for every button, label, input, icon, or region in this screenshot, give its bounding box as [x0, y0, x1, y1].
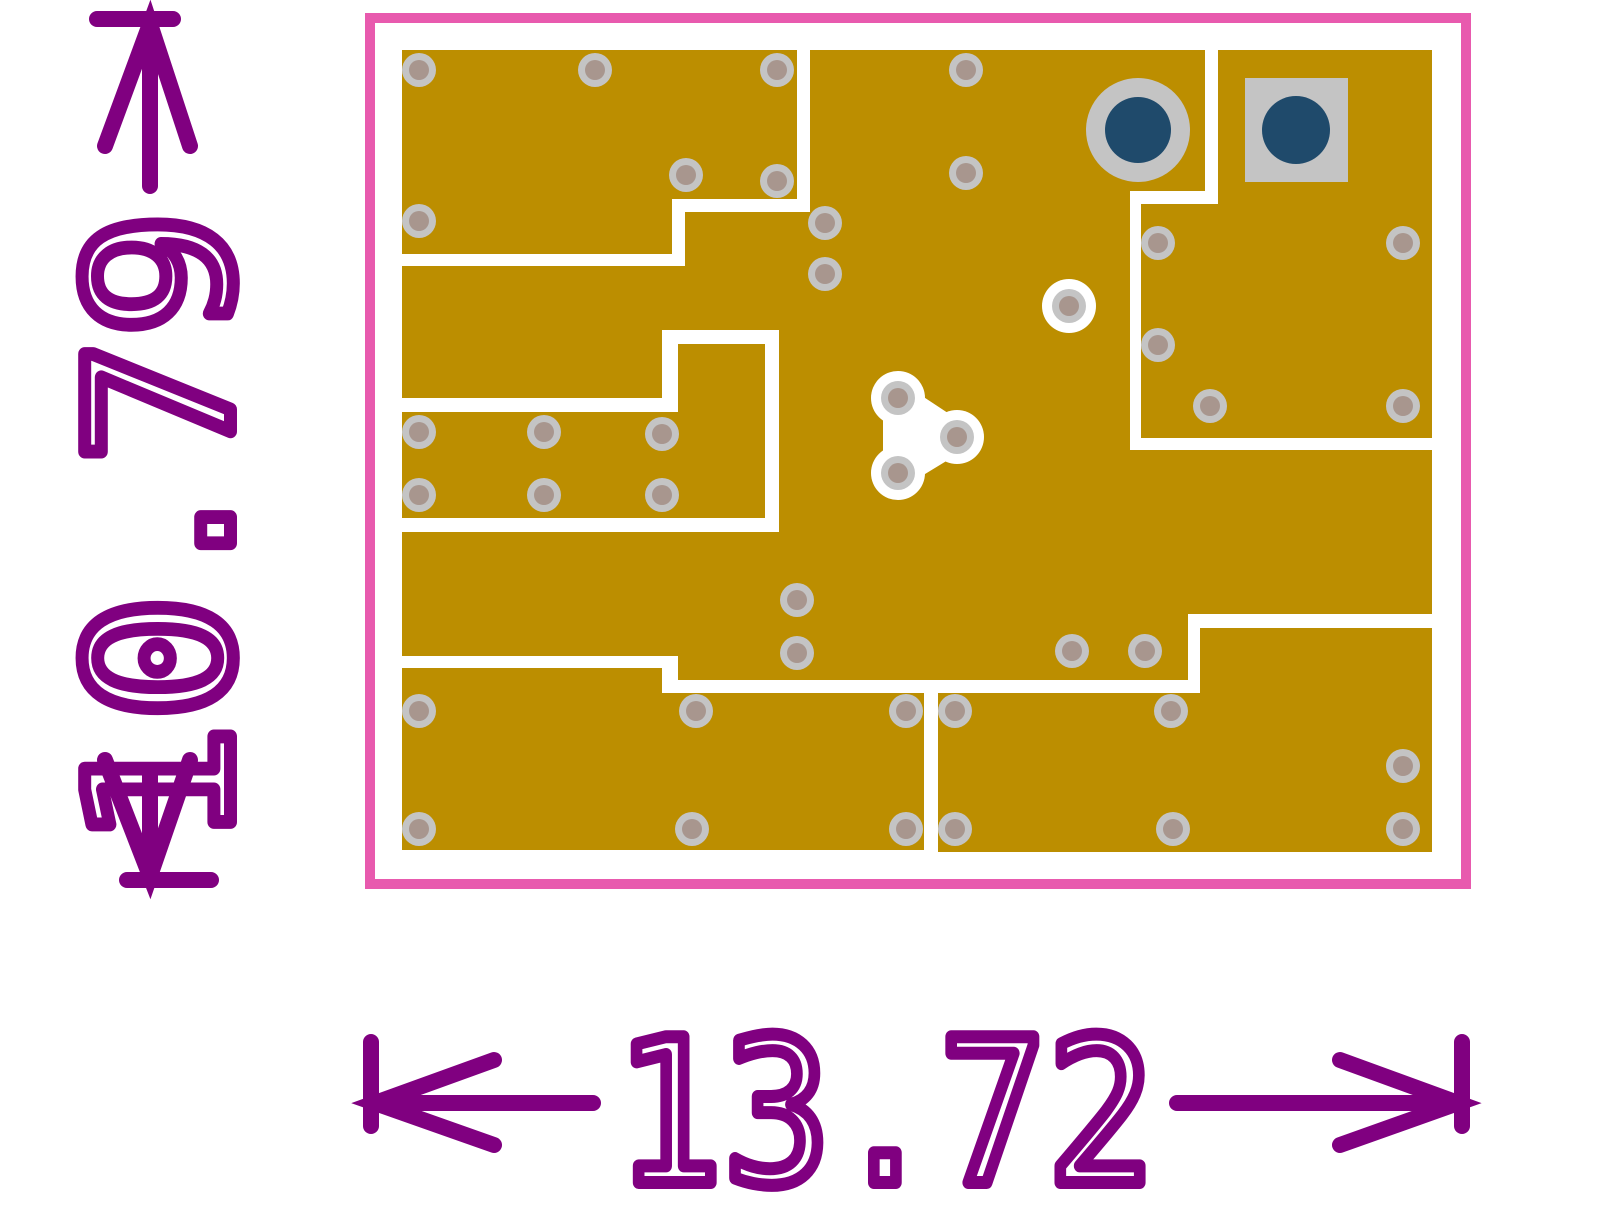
- via: [808, 206, 842, 240]
- via: [938, 694, 972, 728]
- copper-pour: [1141, 50, 1432, 438]
- pad-drill: [1105, 97, 1171, 163]
- height-label: 10.79: [46, 210, 279, 850]
- via: [949, 156, 983, 190]
- copper-pour: [402, 50, 1432, 680]
- via: [940, 420, 974, 454]
- via: [402, 204, 436, 238]
- via: [402, 812, 436, 846]
- via: [949, 53, 983, 87]
- via: [760, 53, 794, 87]
- via: [1055, 634, 1089, 668]
- arrow-left-icon: [351, 1052, 502, 1153]
- copper-pours: [402, 50, 1432, 852]
- via: [1128, 634, 1162, 668]
- via: [645, 478, 679, 512]
- via: [402, 53, 436, 87]
- via: [889, 694, 923, 728]
- width-dimension: [351, 1034, 1482, 1153]
- pad-drill: [1262, 96, 1330, 164]
- board-outline: [365, 13, 1471, 889]
- via: [1386, 226, 1420, 260]
- via: [527, 478, 561, 512]
- via: [1052, 289, 1086, 323]
- via: [780, 583, 814, 617]
- via: [881, 456, 915, 490]
- via: [578, 53, 612, 87]
- via: [1386, 812, 1420, 846]
- via: [402, 694, 436, 728]
- copper-pour: [402, 344, 765, 518]
- pads: [1086, 78, 1348, 182]
- via: [402, 415, 436, 449]
- via: [679, 694, 713, 728]
- copper-pour: [938, 628, 1432, 852]
- via: [1141, 328, 1175, 362]
- via: [1156, 812, 1190, 846]
- via: [1154, 694, 1188, 728]
- arrow-right-icon: [1332, 1052, 1482, 1153]
- arrow-down-icon: [97, 752, 198, 900]
- via: [527, 415, 561, 449]
- via: [889, 812, 923, 846]
- vias: [402, 53, 1420, 846]
- via: [808, 257, 842, 291]
- via: [675, 812, 709, 846]
- via: [669, 158, 703, 192]
- width-label: 13.72: [615, 998, 1155, 1223]
- copper-pour: [402, 50, 797, 254]
- copper-pour: [402, 668, 924, 850]
- via: [1193, 389, 1227, 423]
- via: [760, 164, 794, 198]
- via: [1141, 226, 1175, 260]
- via: [1386, 749, 1420, 783]
- via: [938, 812, 972, 846]
- arrow-up-icon: [97, 0, 198, 154]
- via: [881, 381, 915, 415]
- via: [1386, 389, 1420, 423]
- via: [645, 417, 679, 451]
- via: [402, 478, 436, 512]
- height-dimension: [89, 0, 219, 900]
- via: [780, 636, 814, 670]
